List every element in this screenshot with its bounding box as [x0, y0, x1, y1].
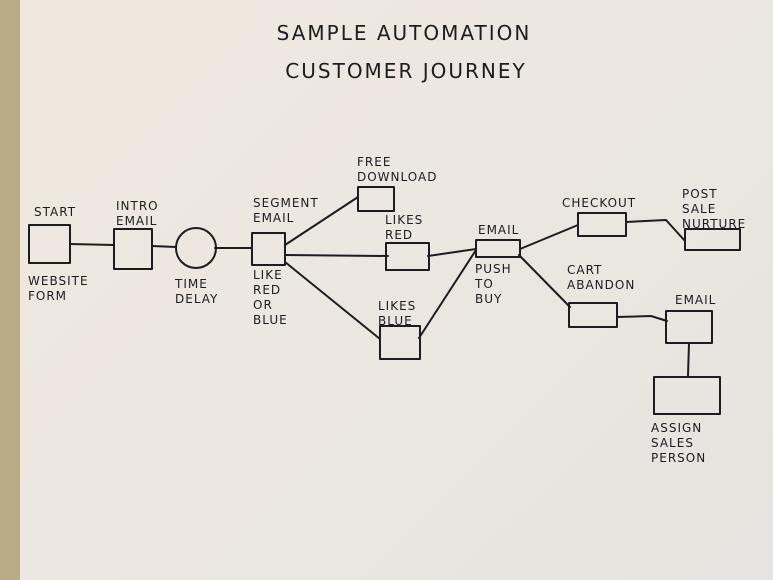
sublabel-start: Website Form [28, 274, 89, 303]
node-post-sale-nurture[interactable] [684, 228, 741, 251]
node-assign-sales-person[interactable] [653, 376, 721, 415]
label-time-delay: Time Delay [175, 277, 219, 306]
edge-email-assign [687, 342, 690, 377]
node-cart-abandon[interactable] [568, 302, 618, 328]
sublabel-segment-email: Like Red or Blue [253, 268, 288, 327]
label-likes-blue: Likes Blue [378, 299, 417, 328]
edge-email-checkout [519, 224, 579, 250]
sublabel-email-push: Push to Buy [475, 262, 512, 306]
node-free-download[interactable] [357, 186, 395, 212]
edge-email-cart [518, 254, 571, 308]
node-email-followup[interactable] [665, 310, 713, 344]
label-free-download: Free Download [357, 155, 438, 184]
title-line-1: Sample Automation [276, 21, 532, 45]
node-email-push[interactable] [475, 239, 521, 258]
node-likes-blue[interactable] [379, 325, 421, 360]
label-email-push: Email [478, 223, 520, 237]
label-checkout: Checkout [562, 196, 637, 210]
label-assign-sales-person: Assign Sales Person [651, 421, 707, 465]
title-line-2: Customer Journey [285, 59, 527, 83]
node-time-delay[interactable] [175, 227, 217, 269]
edge-intro-delay [151, 245, 177, 248]
label-cart-abandon: Cart Abandon [567, 263, 636, 292]
node-segment-email[interactable] [251, 232, 286, 266]
node-intro-email[interactable] [113, 228, 153, 270]
edge-cart-email [616, 315, 668, 322]
node-checkout[interactable] [577, 212, 627, 237]
paper-sheet [20, 0, 773, 580]
edge-segment-download [284, 196, 359, 246]
edge-start-intro [69, 243, 115, 246]
label-likes-red: Likes Red [385, 213, 424, 242]
label-segment-email: Segment Email [253, 196, 319, 225]
label-post-sale-nurture: Post Sale Nurture [682, 187, 747, 231]
edge-segment-red [284, 254, 389, 257]
label-email-followup: Email [675, 293, 717, 307]
label-intro-email: Intro Email [116, 199, 159, 228]
edge-segment-blue [284, 261, 381, 340]
node-likes-red[interactable] [385, 242, 430, 271]
label-start: Start [34, 205, 77, 219]
edge-red-email [427, 248, 477, 257]
edge-blue-email [418, 249, 477, 339]
node-start[interactable] [28, 224, 71, 264]
edge-checkout-postsale [625, 219, 686, 242]
